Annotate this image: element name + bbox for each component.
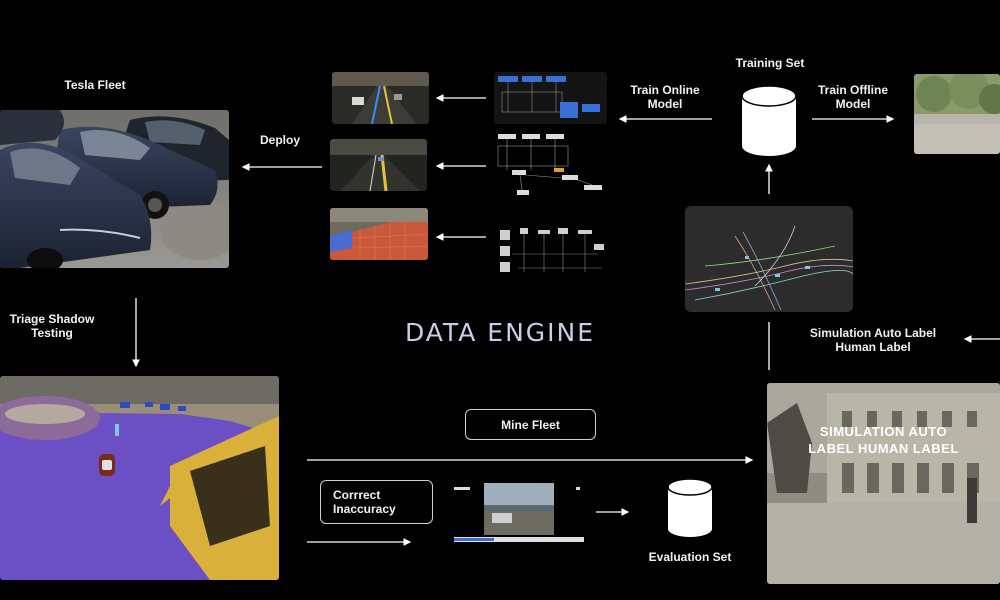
train-online-line2: Model (647, 97, 683, 111)
train-offline-line2: Model (835, 97, 871, 111)
triage-label-line1: Triage Shadow (9, 312, 95, 326)
training-set-label: Training Set (735, 56, 805, 70)
driving-view-thumbnail-1 (332, 72, 429, 124)
labeling-tool-screenshot (452, 481, 586, 545)
network-diagram-1 (494, 72, 607, 124)
driving-view-thumbnail-2 (330, 139, 427, 191)
tesla-fleet-label: Tesla Fleet (64, 78, 126, 92)
correct-line1: Corrrect (333, 488, 381, 502)
correct-inaccuracy-button[interactable]: Corrrect Inaccuracy (320, 480, 433, 524)
simulation-overlay-line2: LABEL HUMAN LABEL (808, 441, 959, 456)
simulation-auto-label-text: Simulation Auto Label Human Label (790, 326, 956, 354)
page-title: DATA ENGINE (404, 318, 596, 347)
train-offline-line1: Train Offline (817, 83, 888, 97)
train-offline-image (914, 74, 1000, 154)
triage-shadow-testing-label: Triage Shadow Testing (0, 312, 104, 340)
mine-fleet-button[interactable]: Mine Fleet (465, 409, 596, 440)
sim-label-line2: Human Label (835, 340, 911, 354)
simulation-street-image: SIMULATION AUTO LABEL HUMAN LABEL (767, 383, 1000, 584)
train-online-line1: Train Online (630, 83, 700, 97)
network-diagram-2 (492, 130, 612, 208)
simulation-map-image (685, 206, 853, 312)
train-offline-model-label: Train Offline Model (808, 83, 898, 111)
evaluation-set-database-icon (666, 477, 714, 539)
correct-line2: Inaccuracy (333, 502, 396, 516)
deploy-label: Deploy (259, 133, 300, 147)
evaluation-set-label: Evaluation Set (648, 550, 732, 564)
train-online-model-label: Train Online Model (620, 83, 710, 111)
segmentation-thumbnail (330, 208, 428, 260)
sim-label-line1: Simulation Auto Label (809, 326, 937, 340)
triage-segmentation-image (0, 376, 279, 580)
training-set-database-icon (740, 84, 798, 158)
simulation-overlay-line1: SIMULATION AUTO (819, 424, 948, 439)
triage-label-line2: Testing (31, 326, 73, 340)
tesla-fleet-image (0, 110, 229, 268)
network-diagram-3 (498, 224, 608, 276)
